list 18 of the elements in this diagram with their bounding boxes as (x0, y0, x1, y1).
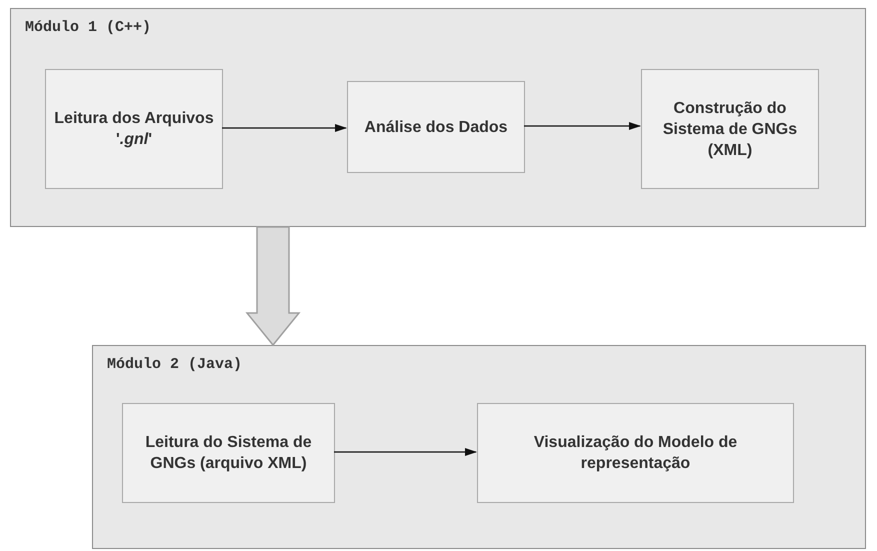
arrow (222, 124, 347, 132)
module-title: Módulo 2 (Java) (107, 355, 242, 375)
arrow (524, 122, 641, 130)
box-label: Construção do Sistema de GNGs (XML) (662, 98, 798, 160)
module-panel (10, 8, 866, 227)
arrow (334, 448, 477, 456)
process-box (477, 403, 794, 503)
box-label: Leitura dos Arquivos '.gnl' (53, 109, 215, 150)
box-label: Visualização do Modelo de representação (532, 433, 738, 474)
process-box (45, 69, 223, 189)
module-panel (92, 345, 866, 549)
box-label: Leitura do Sistema de GNGs (arquivo XML) (144, 433, 313, 474)
process-box (347, 81, 525, 173)
process-box (122, 403, 335, 503)
module-title: Módulo 1 (C++) (25, 18, 152, 38)
box-label: Análise dos Dados (363, 118, 509, 138)
block-arrow (245, 226, 301, 346)
process-box (641, 69, 819, 189)
